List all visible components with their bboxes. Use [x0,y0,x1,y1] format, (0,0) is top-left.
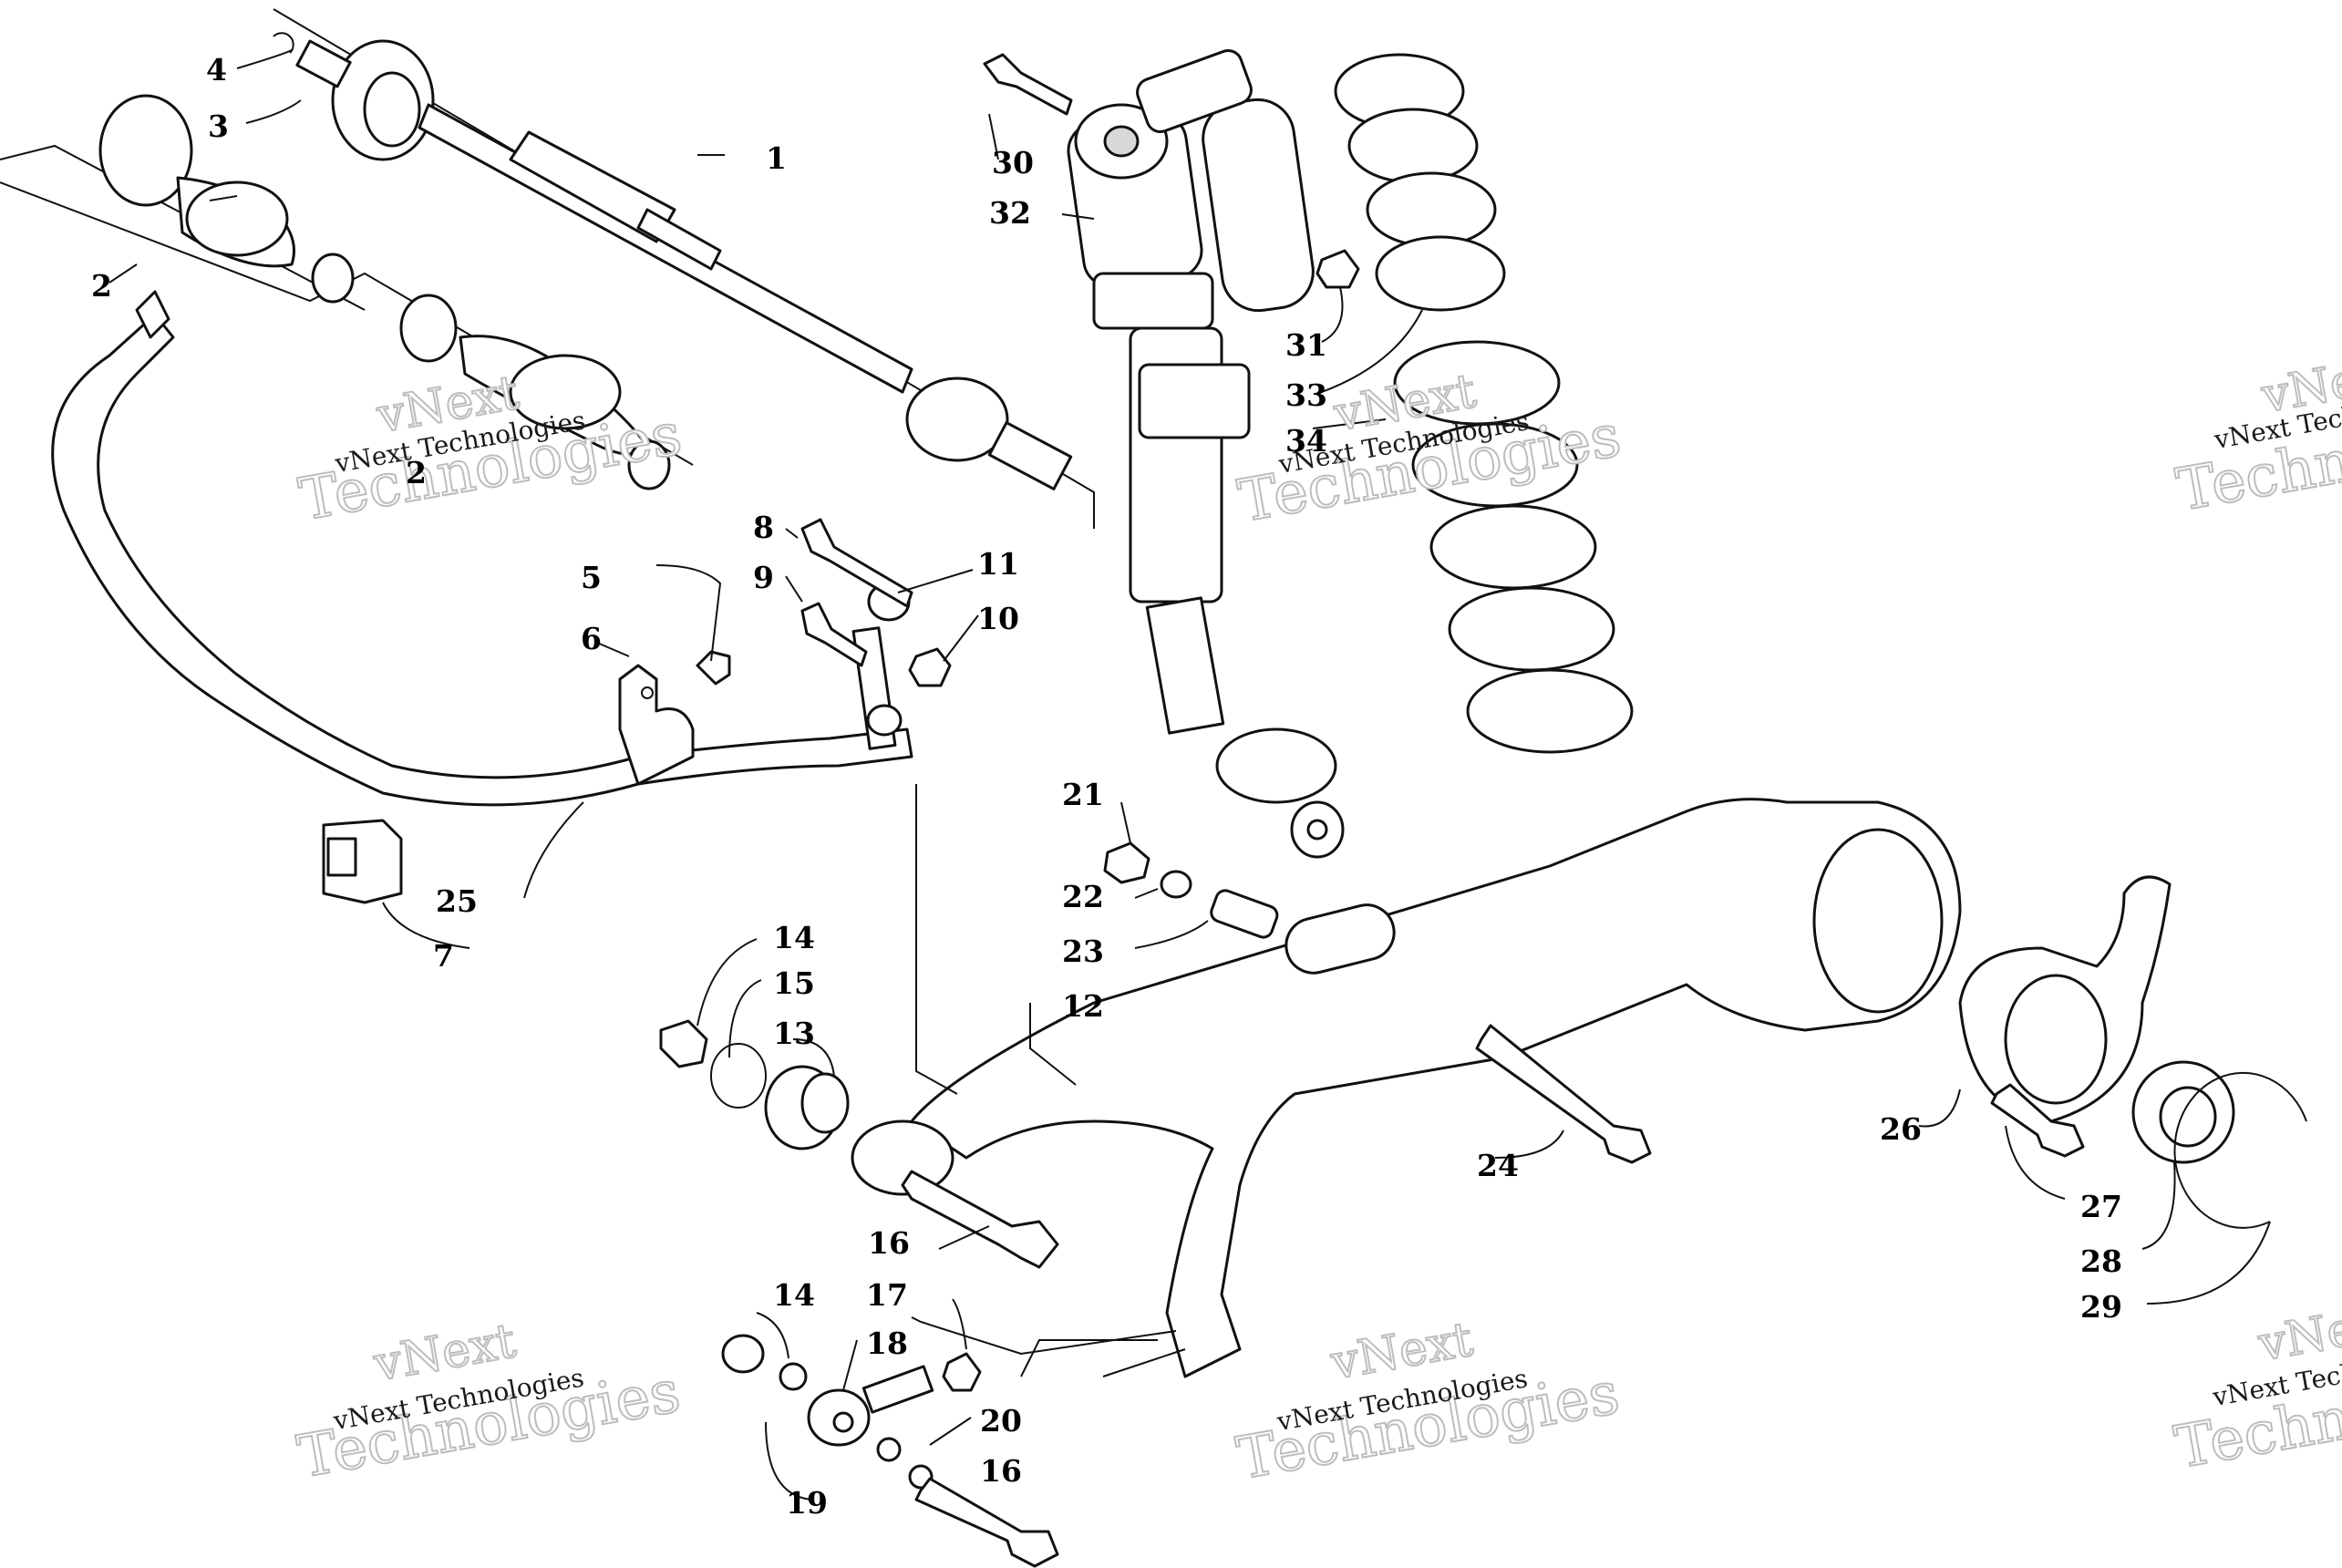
drive-axle-shaft [295,39,1073,490]
callout-3: 3 [208,108,229,144]
callout-7: 7 [433,938,454,974]
callout-1: 1 [766,140,787,176]
callout-labels: 1 2 2 3 4 5 6 7 8 9 10 11 12 13 14 15 16… [91,52,2122,1521]
callout-2: 2 [91,268,112,304]
callout-16: 16 [980,1453,1022,1489]
watermark: vNext Technologies vNext Technologies [1231,1311,1625,1494]
lower-link-assembly [721,1334,1059,1568]
callout-31: 31 [1285,327,1327,363]
shock-nut [1315,249,1360,289]
bolt-16-upper [901,1170,1059,1269]
callout-32: 32 [989,195,1031,231]
retaining-ring [710,1043,767,1109]
spring-lower [1393,340,1634,754]
stabilizer-bushing [322,819,403,904]
callout-21: 21 [1062,777,1104,812]
callout-11: 11 [977,546,1019,582]
hub-bolt [1990,1083,2085,1158]
callout-18: 18 [866,1326,908,1361]
cap-14-upper [659,1019,708,1068]
callout-30: 30 [992,145,1034,181]
callout-8: 8 [753,510,774,545]
watermark-line1: vNext [2254,1294,2342,1372]
watermark: vNext Technologies vNext Technologies [292,1313,686,1492]
shock-absorber [1067,49,1345,859]
link-bolt-lower [800,602,868,667]
callout-15: 15 [773,965,815,1001]
bolt-24 [1475,1024,1652,1164]
callout-6: 6 [581,621,602,656]
callout-2: 2 [406,455,427,490]
callout-34: 34 [1285,423,1327,459]
callout-23: 23 [1062,934,1104,969]
stabilizer-bar [51,290,913,807]
snap-ring-small [273,32,294,54]
hub-carrier [1958,875,2172,1123]
callout-16: 16 [868,1225,910,1261]
cv-boot-lower [399,294,671,490]
callout-26: 26 [1880,1111,1922,1147]
spring-upper [1334,53,1506,312]
callout-5: 5 [581,560,602,595]
snap-ring-hub [2173,1071,2307,1229]
callout-29: 29 [2080,1289,2122,1325]
callout-12: 12 [1062,988,1104,1024]
callout-19: 19 [786,1485,828,1521]
clamp-bolt [696,650,731,686]
cv-boot-upper [98,94,355,304]
shock-bolt [983,53,1073,116]
callout-17: 17 [866,1277,908,1313]
spacer-23 [1210,889,1279,939]
callout-4: 4 [206,52,227,88]
bushing-clamp [618,664,695,786]
callout-27: 27 [2080,1189,2122,1224]
callout-33: 33 [1285,377,1327,413]
link-bolt-upper [800,518,913,608]
callout-14: 14 [773,1277,815,1313]
callout-22: 22 [1062,879,1104,914]
callout-20: 20 [980,1403,1022,1439]
callout-13: 13 [773,1016,815,1051]
pivot-bushing [764,1065,850,1150]
watermark: vNext Technologies vNext Technologies [2171,345,2342,526]
callout-24: 24 [1477,1148,1519,1183]
cap-21 [1103,841,1150,884]
washer-22 [1160,870,1192,899]
callout-14: 14 [773,920,815,955]
leader-lines [108,49,2271,1501]
link-nut [908,647,952,687]
callout-25: 25 [436,883,478,919]
callout-9: 9 [753,560,774,595]
callout-10: 10 [977,601,1019,636]
trailing-arm [851,798,1962,1378]
callout-28: 28 [2080,1243,2122,1279]
